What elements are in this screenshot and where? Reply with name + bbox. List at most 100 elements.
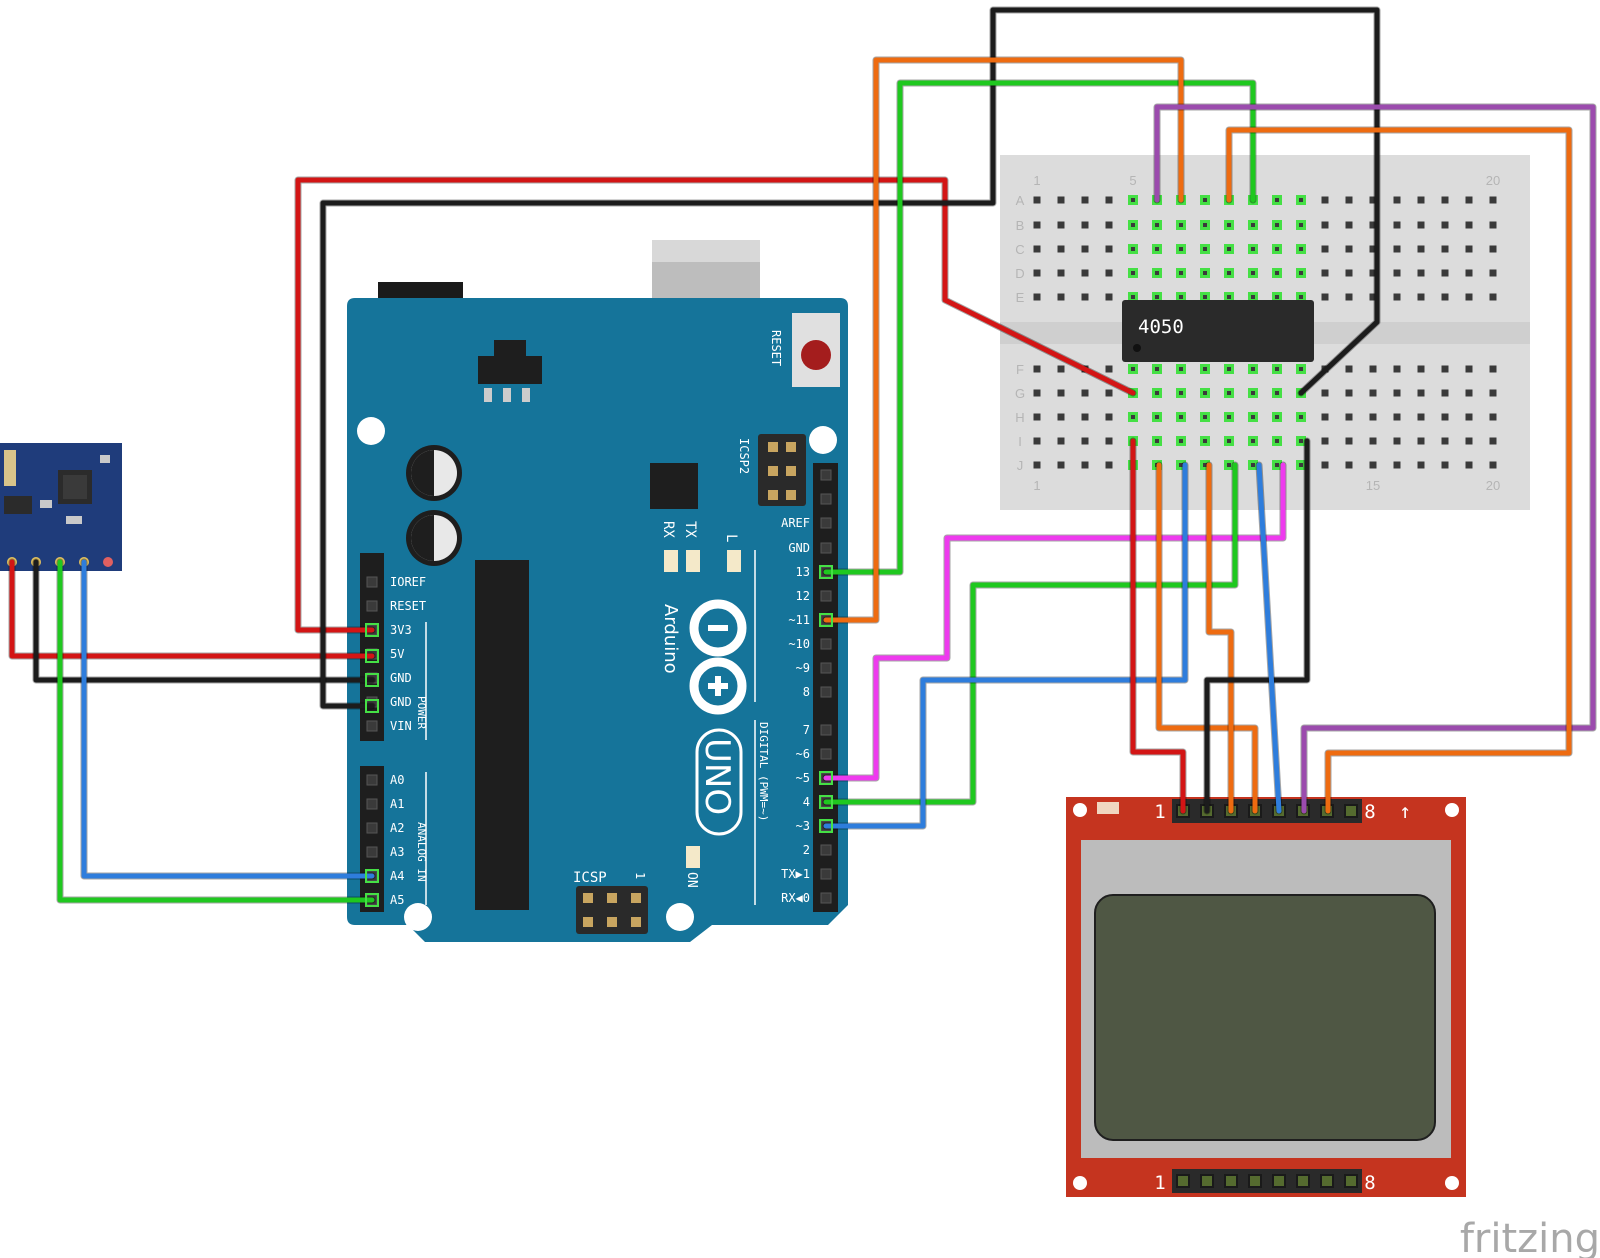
- icsp-header: [576, 886, 648, 934]
- breadboard-hole: [1224, 292, 1234, 302]
- bb-row-label: F: [1016, 362, 1024, 377]
- breadboard-hole: [1441, 221, 1449, 229]
- wires: [8, 6, 1597, 907]
- breadboard-hole: [1417, 245, 1425, 253]
- breadboard-hole: [1345, 196, 1353, 204]
- breadboard-hole: [1176, 388, 1186, 398]
- bb-row-label: J: [1017, 458, 1024, 473]
- header-pin-label: IOREF: [390, 575, 426, 589]
- breadboard-hole: [1296, 412, 1306, 422]
- header-pin: [820, 493, 832, 505]
- lcd-pin-top: [1344, 804, 1358, 818]
- breadboard-hole: [1033, 245, 1041, 253]
- wire-bb-to-lcd-blue: [1256, 462, 1282, 814]
- breadboard-hole: [1369, 365, 1377, 373]
- connected-pin-marker: [819, 819, 833, 833]
- breadboard-hole: [1393, 245, 1401, 253]
- breadboard-hole: [1369, 293, 1377, 301]
- header-pin: [366, 798, 378, 810]
- header-pin-label: A5: [390, 893, 404, 907]
- wire-bb-to-lcd-black: [1204, 438, 1310, 814]
- wire-d5-to-breadboard: [823, 462, 1286, 781]
- connected-pin-marker: [365, 893, 379, 907]
- breadboard-hole: [1441, 365, 1449, 373]
- connected-pin-marker: [365, 673, 379, 687]
- l-led: [727, 550, 741, 572]
- breadboard-hole: [1176, 364, 1186, 374]
- breadboard-hole: [1081, 245, 1089, 253]
- bb-col-15-bottom: 15: [1366, 478, 1380, 493]
- arduino-brand-text: Arduino: [660, 604, 681, 674]
- header-pin-label: GND: [390, 671, 412, 685]
- breadboard-hole: [1369, 245, 1377, 253]
- bb-row-label: G: [1015, 386, 1025, 401]
- breadboard-hole: [1105, 389, 1113, 397]
- bb-col-20-bottom: 20: [1486, 478, 1500, 493]
- lcd-pin1-bottom: 1: [1154, 1172, 1165, 1194]
- header-pin-label: ~9: [796, 661, 810, 675]
- breadboard-hole: [1128, 268, 1138, 278]
- breadboard-hole: [1441, 293, 1449, 301]
- lcd-pin-bottom: [1296, 1174, 1310, 1188]
- breadboard-hole: [1224, 460, 1234, 470]
- header-pin-label: GND: [788, 541, 810, 555]
- breadboard-hole: [1272, 244, 1282, 254]
- breadboard-hole: [1465, 196, 1473, 204]
- header-pin-label: 2: [803, 843, 810, 857]
- breadboard-hole: [1296, 244, 1306, 254]
- breadboard-hole: [1393, 196, 1401, 204]
- digital-header-bottom: [813, 717, 838, 912]
- breadboard-hole: [1248, 220, 1258, 230]
- wire-3v3-to-4050-vdd: [295, 177, 1136, 633]
- breadboard-hole: [1200, 436, 1210, 446]
- breadboard-hole: [1152, 244, 1162, 254]
- breadboard-hole: [1248, 244, 1258, 254]
- breadboard-hole: [1369, 196, 1377, 204]
- header-pin: [820, 638, 832, 650]
- breadboard-hole: [1465, 245, 1473, 253]
- breadboard-hole: [1417, 196, 1425, 204]
- breadboard-hole: [1176, 244, 1186, 254]
- breadboard-hole: [1105, 437, 1113, 445]
- header-pin-label: ~5: [796, 771, 810, 785]
- breadboard-hole: [1417, 461, 1425, 469]
- breadboard-hole: [1248, 388, 1258, 398]
- breadboard-hole: [1248, 460, 1258, 470]
- breadboard-hole: [1345, 389, 1353, 397]
- breadboard-hole: [1057, 269, 1065, 277]
- breadboard-hole: [1152, 292, 1162, 302]
- analog-group-label: ANALOG IN: [415, 822, 428, 882]
- breadboard-hole: [1152, 436, 1162, 446]
- breadboard-hole: [1033, 389, 1041, 397]
- header-pin-label: GND: [390, 695, 412, 709]
- breadboard-hole: [1105, 461, 1113, 469]
- header-pin-label: A2: [390, 821, 404, 835]
- breadboard-hole: [1369, 413, 1377, 421]
- rx-led: [664, 550, 678, 572]
- breadboard-hole: [1465, 365, 1473, 373]
- breadboard-hole: [1272, 388, 1282, 398]
- breadboard-hole: [1441, 413, 1449, 421]
- breadboard-hole: [1441, 461, 1449, 469]
- breadboard-hole: [1128, 412, 1138, 422]
- arduino-uno-board: RESET ICSP2 TX RX L Arduino UNO ON ICSP …: [347, 240, 848, 942]
- wire-bb-to-lcd-orange: [1226, 127, 1572, 814]
- wire-d3-to-breadboard: [823, 462, 1188, 829]
- connected-pin-marker: [365, 869, 379, 883]
- header-pin-label: 5V: [390, 647, 404, 661]
- breadboard-hole: [1272, 460, 1282, 470]
- breadboard-hole: [1105, 196, 1113, 204]
- connected-pin-marker: [819, 613, 833, 627]
- bb-col-5-top: 5: [1129, 173, 1136, 188]
- breadboard-hole: [1369, 269, 1377, 277]
- breadboard-hole: [1081, 293, 1089, 301]
- icsp-label: ICSP: [573, 870, 607, 886]
- breadboard-hole: [1224, 268, 1234, 278]
- breadboard-hole: [1345, 461, 1353, 469]
- breadboard-hole: [1272, 268, 1282, 278]
- breadboard-hole: [1176, 412, 1186, 422]
- header-pin-label: 7: [803, 723, 810, 737]
- breadboard-hole: [1369, 437, 1377, 445]
- breadboard-hole: [1224, 388, 1234, 398]
- rx-label: RX: [660, 521, 676, 538]
